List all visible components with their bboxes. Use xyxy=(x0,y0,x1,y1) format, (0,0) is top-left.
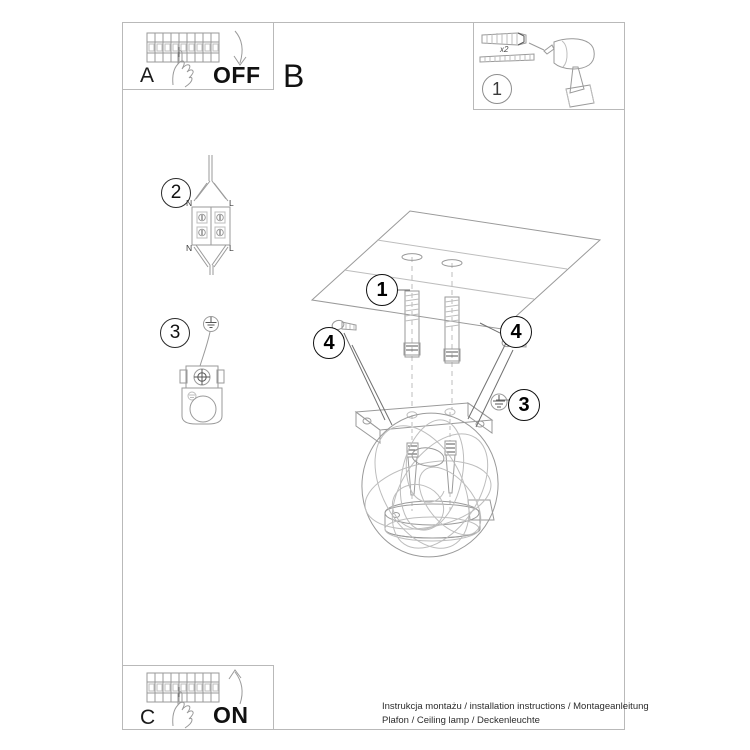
screw-icon xyxy=(479,53,535,63)
terminal-label-l-bottom: L xyxy=(229,243,234,253)
step-3-number: 3 xyxy=(160,318,190,348)
wires-top xyxy=(193,155,229,202)
earth-terminal-body xyxy=(179,365,225,425)
bracket-screw-left xyxy=(331,319,357,331)
panel-c-word: ON xyxy=(213,702,249,728)
washer-left xyxy=(401,253,423,261)
panel-a-word: OFF xyxy=(213,62,261,88)
callout-4-right: 4 xyxy=(500,316,532,348)
lamp-base xyxy=(384,499,495,542)
alignment-lines xyxy=(411,257,453,410)
circuit-breaker-panel-icon xyxy=(146,672,220,703)
panel-b-letter: B xyxy=(283,58,305,94)
terminal-screws xyxy=(196,211,226,239)
hand-icon xyxy=(172,50,194,88)
earth-connection-graphic xyxy=(172,312,252,425)
caption-line-2: Plafon / Ceiling lamp / Deckenleuchte xyxy=(382,715,540,726)
earth-ground-icon-assembly xyxy=(487,390,511,414)
panel-a-box xyxy=(122,22,274,90)
callout-4-left: 4 xyxy=(313,327,345,359)
callout-3: 3 xyxy=(508,389,540,421)
terminal-label-n-bottom: N xyxy=(186,243,193,253)
wires-bottom xyxy=(193,244,229,275)
wall-anchor-right xyxy=(443,296,461,364)
terminal-label-n-top: N xyxy=(186,198,193,208)
power-drill-icon xyxy=(528,38,595,108)
circuit-breaker-panel-icon xyxy=(146,32,220,63)
hand-icon xyxy=(172,691,194,729)
terminal-block-body xyxy=(191,206,231,246)
step-1-number: 1 xyxy=(482,74,512,104)
panel-c-graphic xyxy=(146,669,243,729)
earth-ground-icon xyxy=(203,316,219,332)
panel-c-letter: C xyxy=(140,706,156,729)
quantity-label: x2 xyxy=(500,45,509,54)
terminal-label-l-top: L xyxy=(229,198,234,208)
panel-a-letter: A xyxy=(140,64,155,87)
callout-1: 1 xyxy=(366,274,398,306)
wall-anchor-left xyxy=(403,290,421,358)
assembly-exploded-view xyxy=(300,195,630,595)
instruction-sheet-frame xyxy=(122,22,625,730)
ceiling-plane xyxy=(310,210,602,330)
long-screw-left xyxy=(406,415,419,511)
panel-step1-graphic xyxy=(479,32,595,108)
step-2-number: 2 xyxy=(161,178,191,208)
caption-line-1: Instrukcja montażu / installation instru… xyxy=(382,701,649,712)
panel-c-box xyxy=(122,665,274,730)
panel-a-graphic xyxy=(146,30,247,88)
lamp-shade-rings xyxy=(361,412,499,558)
wall-plug-icon xyxy=(481,32,527,46)
arrow-down-icon xyxy=(233,30,247,66)
washer-right xyxy=(441,259,463,267)
arrow-up-icon xyxy=(228,669,243,705)
terminal-block-graphic xyxy=(176,155,248,275)
mounting-bracket xyxy=(354,402,494,444)
